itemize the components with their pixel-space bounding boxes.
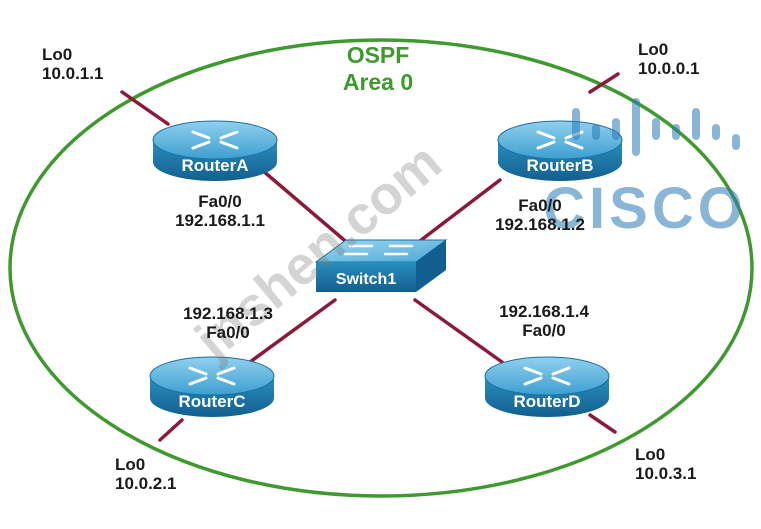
routerD-lo-name: Lo0 xyxy=(635,445,666,464)
routerB-lo-ip: 10.0.0.1 xyxy=(638,59,700,78)
ospf-area-boundary xyxy=(8,38,754,498)
routerA-fa-ip: 192.168.1.1 xyxy=(175,211,265,230)
routerC-fa-ip: 192.168.1.3 xyxy=(183,304,273,323)
device-label-switch1: Switch1 xyxy=(336,271,397,288)
routerC-loopback-label: Lo0 10.0.2.1 xyxy=(115,455,176,493)
routerA-lo-ip: 10.0.1.1 xyxy=(42,64,104,83)
area-number: Area 0 xyxy=(342,69,414,95)
routerA-fa-label: Fa0/0 192.168.1.1 xyxy=(165,192,275,230)
routerA-loopback-label: Lo0 10.0.1.1 xyxy=(42,45,103,83)
routerB-fa-label: Fa0/0 192.168.1.2 xyxy=(484,196,596,234)
switch-arrows-icon xyxy=(343,244,414,256)
link-routerB-loopback xyxy=(588,72,620,94)
router-arrows-icon xyxy=(188,366,236,386)
link-routerA-switch1 xyxy=(260,168,352,247)
area-label: OSPF Area 0 xyxy=(318,42,438,96)
cisco-logo-text: CISCO xyxy=(543,176,747,241)
link-routerD-loopback xyxy=(588,413,617,434)
routerB-loopback-label: Lo0 10.0.0.1 xyxy=(638,40,699,78)
link-routerD-switch1 xyxy=(413,298,504,364)
cisco-bars-icon xyxy=(572,98,740,156)
routerD-fa-label: 192.168.1.4 Fa0/0 xyxy=(488,302,600,340)
router-a[interactable]: RouterA xyxy=(152,120,278,181)
routerD-fa-ip: 192.168.1.4 xyxy=(499,302,589,321)
router-b[interactable]: RouterB xyxy=(497,120,623,181)
routerD-loopback-label: Lo0 10.0.3.1 xyxy=(635,445,696,483)
link-routerC-loopback xyxy=(158,418,184,442)
routerA-fa-name: Fa0/0 xyxy=(198,192,242,211)
router-arrows-icon xyxy=(536,130,584,150)
router-d[interactable]: RouterD xyxy=(484,356,610,417)
device-label-routerA: RouterA xyxy=(181,156,248,175)
routerC-lo-ip: 10.0.2.1 xyxy=(115,474,177,493)
routerB-lo-name: Lo0 xyxy=(638,40,669,59)
routerC-fa-name: Fa0/0 xyxy=(206,323,250,342)
routerB-fa-ip: 192.168.1.2 xyxy=(495,215,585,234)
switch-1[interactable]: Switch1 xyxy=(314,239,448,292)
link-routerA-loopback xyxy=(120,90,170,126)
device-label-routerC: RouterC xyxy=(178,392,245,411)
routerA-lo-name: Lo0 xyxy=(42,45,73,64)
device-label-routerB: RouterB xyxy=(526,156,593,175)
links xyxy=(120,72,620,442)
area-protocol: OSPF xyxy=(346,42,410,68)
router-arrows-icon xyxy=(523,366,571,386)
routerC-fa-label: 192.168.1.3 Fa0/0 xyxy=(172,304,284,342)
link-routerC-switch1 xyxy=(248,298,337,364)
cisco-logo-watermark: CISCO xyxy=(543,98,747,241)
routerD-fa-name: Fa0/0 xyxy=(522,321,566,340)
router-arrows-icon xyxy=(191,130,239,150)
routerB-fa-name: Fa0/0 xyxy=(518,196,562,215)
routerC-lo-name: Lo0 xyxy=(115,455,146,474)
routerD-lo-ip: 10.0.3.1 xyxy=(635,464,697,483)
device-label-routerD: RouterD xyxy=(513,392,580,411)
link-routerB-switch1 xyxy=(406,178,502,252)
router-c[interactable]: RouterC xyxy=(149,356,275,417)
